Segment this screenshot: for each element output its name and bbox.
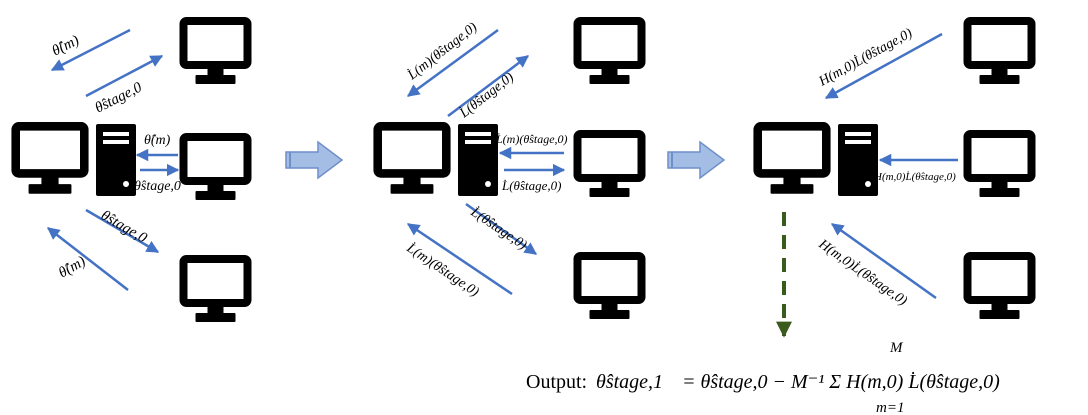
client-monitor-icon: [968, 134, 1032, 197]
output-prefix: Output:: [526, 371, 587, 393]
upload-arrow: [47, 227, 129, 291]
server-monitor-icon: [16, 126, 85, 193]
upload-arrow: [50, 28, 131, 72]
client-monitor-icon: [184, 259, 248, 322]
panel-1: θ̂(m) θ̂stage,0 θ̂(m) θ̂stage,0 θ̂stage,…: [16, 21, 248, 322]
broadcast-arrow: [465, 202, 538, 256]
upload-arrow: [406, 222, 513, 296]
upload-arrow: [824, 32, 943, 100]
server-tower-icon: [838, 124, 878, 196]
panel-3: H(m,0)L̇(θ̂stage,0) H(m,0)L̇(θ̂stage,0) …: [758, 21, 1032, 338]
arrow-label: θ̂(m): [50, 33, 82, 60]
upload-arrow: [830, 222, 937, 300]
broadcast-arrow: [85, 54, 164, 98]
client-monitor-icon: [184, 21, 248, 84]
formula-lhs: θ̂stage,1: [596, 371, 663, 393]
server-monitor-icon: [378, 126, 447, 193]
server-monitor-icon: [758, 126, 827, 193]
broadcast-arrow: [85, 208, 160, 254]
output-formula: Output: θ̂stage,1 = θ̂stage,0 − M⁻¹ Σ H(…: [526, 340, 1000, 415]
client-monitor-icon: [578, 256, 642, 319]
formula-rhs: = θ̂stage,0 − M⁻¹ Σ H(m,0) L̇(θ̂stage,0): [682, 370, 1000, 393]
broadcast-arrow: [447, 55, 529, 117]
client-monitor-icon: [578, 134, 642, 197]
arrow-label: θ̂stage,0: [98, 208, 150, 247]
server-tower-icon: [96, 124, 136, 196]
client-monitor-icon: [968, 256, 1032, 319]
client-monitor-icon: [578, 21, 642, 84]
arrow-label: L̇(m)(θ̂stage,0): [495, 132, 568, 146]
arrow-label: L̇(θ̂stage,0): [467, 203, 530, 253]
arrow-label: L̇(θ̂stage,0): [501, 178, 561, 193]
arrow-label: θ̂(m): [56, 254, 88, 282]
sum-upper-limit: M: [889, 340, 904, 356]
arrow-label: θ̂stage,0: [93, 79, 146, 116]
server-tower-icon: [458, 124, 498, 196]
sum-lower-limit: m=1: [876, 400, 904, 415]
arrow-label: θ̂stage,0: [134, 179, 181, 194]
client-monitor-icon: [968, 21, 1032, 84]
arrow-label: H(m,0)L̇(θ̂stage,0): [873, 171, 956, 183]
arrow-label: θ̂(m): [144, 133, 171, 148]
upload-arrow: [406, 28, 499, 98]
panel-2: L̇(m)(θ̂stage,0) L̇(θ̂stage,0) L̇(m)(θ̂s…: [378, 19, 642, 319]
arrow-label: L̇(θ̂stage,0): [456, 69, 517, 122]
flow-arrow: [285, 140, 344, 180]
client-monitor-icon: [184, 137, 248, 200]
flow-arrow: [667, 140, 726, 180]
